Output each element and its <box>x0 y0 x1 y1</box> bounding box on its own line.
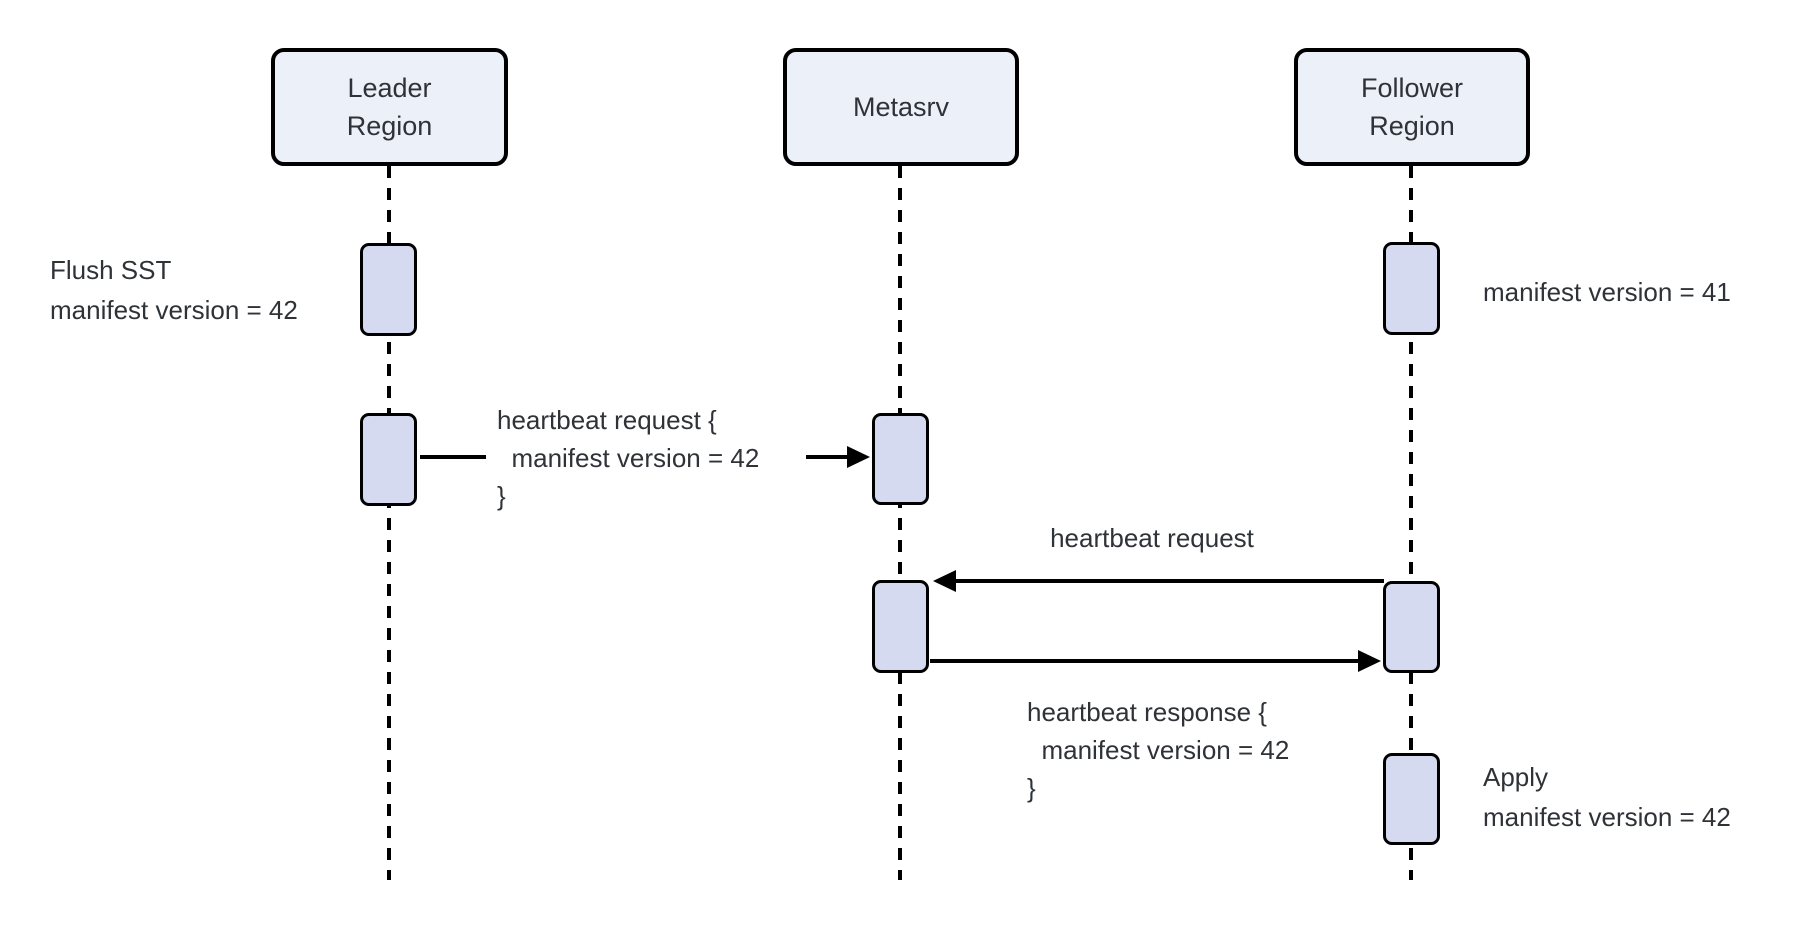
message-line <box>930 659 1359 663</box>
arrowhead-right-icon <box>847 446 870 468</box>
actor-follower-region-label: Follower Region <box>1360 73 1464 141</box>
activation-follower-initial <box>1383 242 1440 335</box>
message-label: heartbeat request { manifest version = 4… <box>497 405 760 511</box>
lifeline-leader-region <box>387 166 391 880</box>
arrowhead-right-icon <box>1358 650 1381 672</box>
activation-metasrv-receive <box>872 413 929 505</box>
message-line <box>955 579 1384 583</box>
actor-metasrv-label: Metasrv <box>852 92 950 122</box>
message-line <box>420 455 486 459</box>
activation-leader-heartbeat <box>360 413 417 506</box>
actor-metasrv: Metasrv <box>783 48 1019 166</box>
note-apply-manifest-version-42: Apply manifest version = 42 <box>1483 762 1731 832</box>
activation-leader-flush <box>360 243 417 336</box>
message-line <box>806 455 848 459</box>
lifeline-metasrv <box>898 166 902 880</box>
note-manifest-version-41: manifest version = 41 <box>1483 277 1731 307</box>
activation-follower-apply <box>1383 753 1440 845</box>
actor-follower-region: Follower Region <box>1294 48 1530 166</box>
activation-metasrv-exchange <box>872 580 929 673</box>
actor-leader-region-label: Leader Region <box>346 73 433 141</box>
note-flush-sst: Flush SST manifest version = 42 <box>50 255 298 325</box>
lifeline-follower-region <box>1409 166 1413 880</box>
actor-leader-region: Leader Region <box>271 48 508 166</box>
message-label: heartbeat response { manifest version = … <box>1027 697 1290 803</box>
arrowhead-left-icon <box>933 570 956 592</box>
message-label: heartbeat request <box>1050 523 1254 553</box>
activation-follower-exchange <box>1383 581 1440 673</box>
